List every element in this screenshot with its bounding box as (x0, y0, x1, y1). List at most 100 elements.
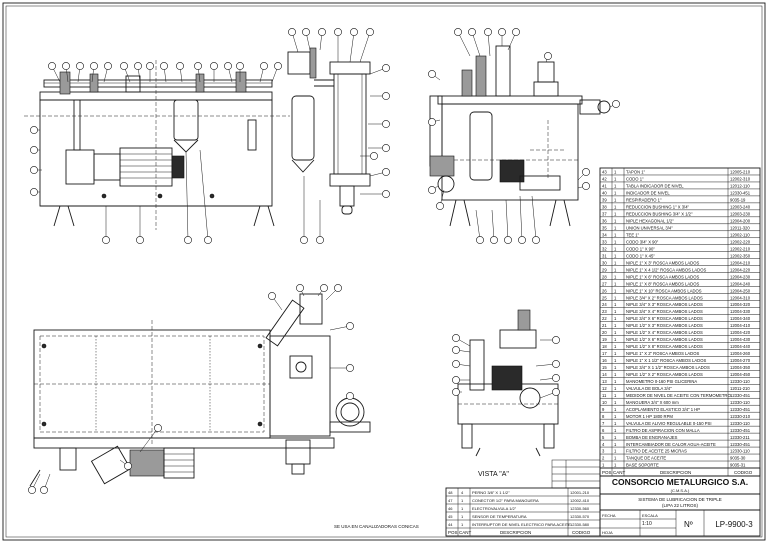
view-a: VISTA "A" (457, 309, 559, 478)
bom-qty: 1 (614, 365, 617, 370)
bom-code: 12011-320 (730, 225, 750, 230)
bom-desc: NIPLE 3/4" X 4" ROSCA AMBOS LADOS (626, 309, 703, 314)
position-balloon (334, 284, 342, 292)
bom-pos: 23 (602, 309, 607, 314)
bom-desc: TEE 1" (626, 232, 640, 237)
bom-lower-desc: CONECTOR 1/2" PARA MANGUERA (472, 498, 539, 503)
bom-code: 12004-240 (730, 281, 751, 286)
position-balloon (428, 186, 436, 194)
bom-code: 12330-451 (730, 407, 751, 412)
position-balloon (452, 346, 460, 354)
bom-qty: 1 (614, 295, 617, 300)
position-balloon (452, 376, 460, 384)
bom-lower-header-code: CODIGO (572, 530, 591, 535)
bom-desc: MEDIDOR DE NIVEL DE ACEITE CON TERMOMETR… (626, 393, 731, 398)
bom-qty: 1 (614, 274, 617, 279)
bom-pos: 43 (602, 170, 607, 175)
bom-desc: NIPLE HEXAGONAL 1/2" (626, 219, 674, 224)
bom-desc: NIPLE 1" X 2" ROSCA AMBOS LADOS (626, 351, 699, 356)
bom-code: 12330-451 (730, 428, 751, 433)
position-balloon (28, 486, 36, 494)
company-subtitle: (C.M.S.A.) (671, 488, 690, 493)
bom-pos: 4 (602, 442, 605, 447)
bom-desc: NIPLE 3/4" X 6" ROSCA AMBOS LADOS (626, 316, 703, 321)
position-balloon (468, 28, 476, 36)
bom-lower-code: 12330-560 (570, 506, 590, 511)
bom-qty: 1 (614, 456, 617, 461)
bom-pos: 7 (602, 421, 605, 426)
bom-qty: 1 (614, 351, 617, 356)
bom-desc: TAPON 1" (626, 170, 646, 175)
bom-pos: 18 (602, 344, 607, 349)
bom-desc: REDUCCION BUSHING 3/4" X 1/2" (626, 212, 693, 217)
bom-desc: MOTOR 1 HP 1800 RPM (626, 414, 673, 419)
bom-lower-desc: PERNO 3/8" X 1 1/2" (472, 490, 510, 495)
bom-lower-code: 12002-410 (570, 498, 590, 503)
bom-pos: 27 (602, 281, 607, 286)
position-balloon (518, 236, 526, 244)
bom-desc: REDUCCION BUSHING 1" X 3/4" (626, 205, 690, 210)
bom-desc: NIPLE 1" X 10" ROSCA AMBOS LADOS (626, 288, 702, 293)
bom-lower-code: 12330-570 (570, 514, 590, 519)
bom-pos: 28 (602, 274, 607, 279)
position-balloon (350, 28, 358, 36)
bom-code: 12004-210 (730, 260, 751, 265)
bom-desc: NIPLE 1" X 3" ROSCA AMBOS LADOS (626, 260, 699, 265)
bom-pos: 1 (602, 463, 605, 468)
bom-desc: TANQUE DE ACEITE (626, 456, 666, 461)
bom-desc: TABLA INDICADOR DE NIVEL (626, 184, 684, 189)
bom-pos: 11 (602, 393, 607, 398)
position-balloon (288, 28, 296, 36)
side-view (429, 45, 611, 227)
position-balloon (30, 166, 38, 174)
bom-desc: FILTRO DE ASPIRACION CON MALLA (626, 428, 700, 433)
bom-qty: 1 (614, 184, 617, 189)
bom-desc: INTERCAMBIADOR DE CALOR AGUA-ACEITE (626, 442, 716, 447)
bom-qty: 1 (614, 309, 617, 314)
drawing-title-2: (LIPA 22 LITROS) (662, 503, 698, 508)
bom-desc: NIPLE 1/2" X 4" ROSCA AMBOS LADOS (626, 330, 703, 335)
bom-pos: 13 (602, 379, 607, 384)
bom-desc: CODO 1" X 90" (626, 246, 655, 251)
bom-qty: 1 (614, 400, 617, 405)
bom-code: 12004-250 (730, 288, 751, 293)
bom-lower-desc: SENSOR DE TEMPERATURA (472, 514, 527, 519)
bom-qty: 1 (614, 232, 617, 237)
position-balloon (146, 62, 154, 70)
bom-qty: 1 (614, 177, 617, 182)
bom-qty: 1 (614, 428, 617, 433)
bom-pos: 20 (602, 330, 607, 335)
bom-desc: NIPLE 3/4" X 3" ROSCA AMBOS LADOS (626, 302, 703, 307)
bom-code: 12004-320 (730, 302, 751, 307)
bom-qty: 1 (614, 435, 617, 440)
front-view (24, 47, 371, 230)
bom-code: 12002-210 (730, 246, 751, 251)
bom-desc: NIPLE 3/4" X 2" ROSCA AMBOS LADOS (626, 295, 703, 300)
bom-qty: 1 (614, 330, 617, 335)
position-balloons (28, 28, 620, 494)
position-balloon (452, 360, 460, 368)
position-balloon (428, 70, 436, 78)
position-balloon (484, 28, 492, 36)
bom-code: 12002-350 (730, 253, 751, 258)
bom-lower-pos: 45 (448, 514, 453, 519)
bom-qty: 1 (614, 358, 617, 363)
bom-pos: 30 (602, 260, 607, 265)
bom-code: 12330-451 (730, 393, 751, 398)
position-balloon (104, 62, 112, 70)
bom-code: 12002-110 (730, 232, 750, 237)
position-balloon (204, 236, 212, 244)
position-balloon (552, 374, 560, 382)
bom-code: 12004-430 (730, 337, 751, 342)
position-balloon (346, 322, 354, 330)
bom-lower-pos: 48 (448, 490, 453, 495)
drawing-number: LP-9900-3 (715, 520, 753, 529)
bom-qty: 1 (614, 288, 617, 293)
position-balloon (176, 62, 184, 70)
position-balloon (302, 28, 310, 36)
bom-pos: 39 (602, 198, 607, 203)
bom-qty: 1 (614, 170, 617, 175)
bom-code: 12004-270 (730, 358, 751, 363)
